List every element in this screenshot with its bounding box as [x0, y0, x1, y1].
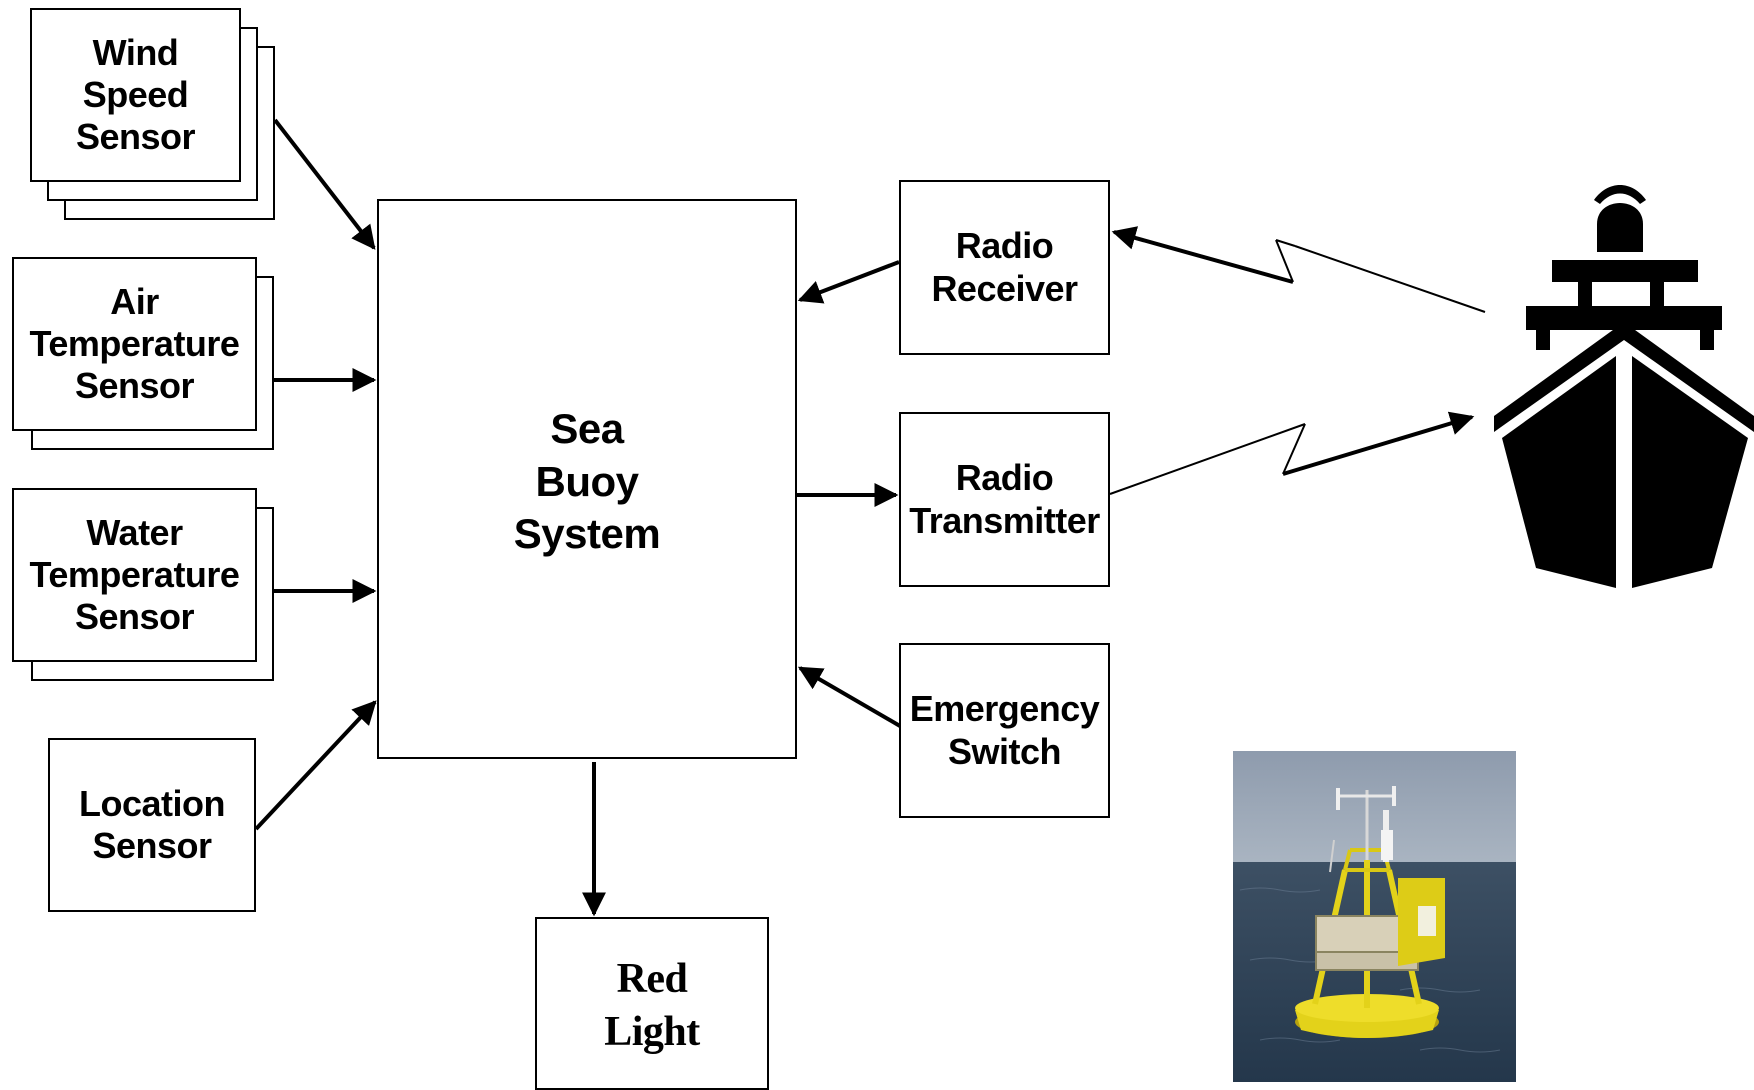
wind-speed-sensor-label: Wind Speed Sensor [75, 31, 196, 158]
transmitter-to-ship-radio-link [1109, 411, 1475, 495]
red-light-box: Red Light [535, 917, 769, 1090]
sea-buoy-system-box: Sea Buoy System [377, 199, 797, 759]
location-to-system-arrow [254, 700, 377, 831]
location-sensor-label: Location Sensor [79, 782, 226, 866]
sea-buoy-system-label: Sea Buoy System [513, 405, 661, 558]
location-sensor-box: Location Sensor [48, 738, 256, 912]
radio-transmitter-label: Radio Transmitter [909, 457, 1100, 541]
wind-speed-sensor-box: Wind Speed Sensor [30, 8, 241, 182]
wind-speed-to-system-arrow [273, 118, 376, 250]
ship-to-receiver-radio-link [1111, 226, 1486, 313]
emergency-switch-to-system-arrow [797, 666, 902, 728]
air-temperature-sensor-label: Air Temperature Sensor [29, 280, 240, 407]
water-temperature-sensor-box: Water Temperature Sensor [12, 488, 257, 662]
red-light-label: Red Light [604, 956, 700, 1055]
air-temperature-sensor-box: Air Temperature Sensor [12, 257, 257, 431]
water-temperature-sensor-label: Water Temperature Sensor [29, 511, 240, 638]
radio-transmitter-box: Radio Transmitter [899, 412, 1110, 587]
emergency-switch-label: Emergency Switch [909, 688, 1100, 772]
emergency-switch-box: Emergency Switch [899, 643, 1110, 818]
receiver-to-system-arrow [797, 260, 900, 304]
radio-receiver-label: Radio Receiver [931, 225, 1078, 309]
radio-receiver-box: Radio Receiver [899, 180, 1110, 355]
